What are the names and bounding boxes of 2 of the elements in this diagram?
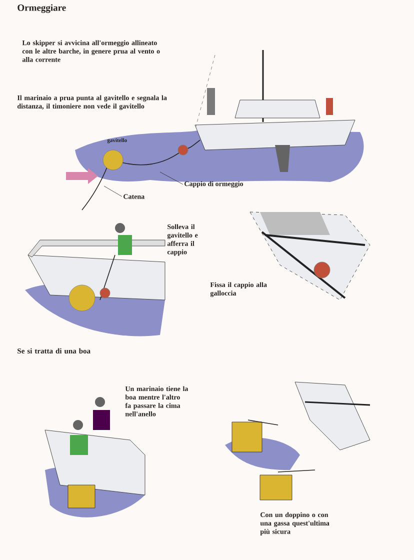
leader-line — [104, 186, 122, 197]
title: Ormeggiare — [18, 4, 66, 13]
